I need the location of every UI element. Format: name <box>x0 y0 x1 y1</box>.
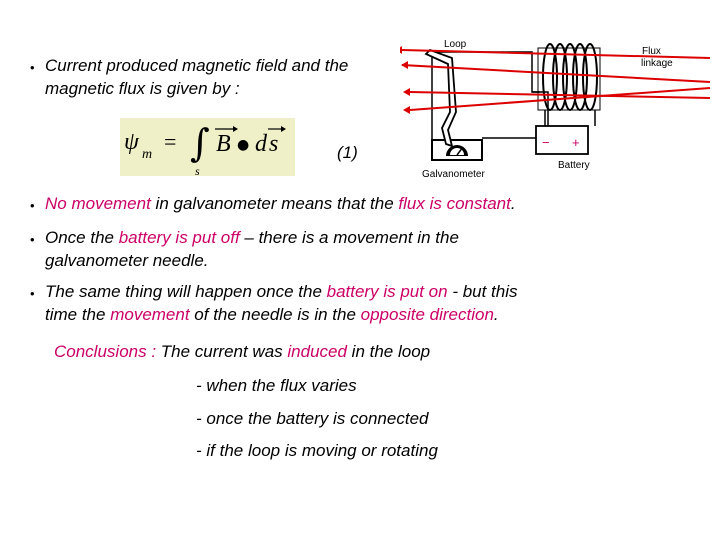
bullet-2-text-a: Once the <box>45 228 119 247</box>
coil-turn-2 <box>552 43 568 111</box>
bullet-3-line-2: time the movement of the needle is in th… <box>45 303 518 326</box>
bullet-3-text-e: . <box>493 305 499 324</box>
bullet-2-text-b: – there is a movement in the <box>239 228 459 247</box>
coil-turn-1 <box>542 43 558 111</box>
bullet-2: Once the battery is put off – there is a… <box>45 226 459 272</box>
bullet-1-highlight-a: No movement <box>45 194 151 213</box>
formula-s: s <box>269 131 278 157</box>
intro-text: Current produced magnetic field and the … <box>45 54 348 100</box>
bullet-1-highlight-b: flux is constant <box>398 194 511 213</box>
formula-integral: ∫ <box>190 121 210 165</box>
flux-arrowhead-3 <box>403 88 410 96</box>
bullet-3-line-1: The same thing will happen once the batt… <box>45 280 518 303</box>
formula-sub-m: m <box>142 147 152 162</box>
conclusions-text-a: The current was <box>156 342 288 361</box>
flux-label-2: linkage <box>641 58 673 69</box>
bullet-3-text-c: time the <box>45 305 111 324</box>
conclusion-item-3: - if the loop is moving or rotating <box>196 441 438 460</box>
vector-arrow-s <box>281 126 286 132</box>
formula-label: (1) <box>337 143 358 162</box>
galvanometer-label: Galvanometer <box>422 169 485 180</box>
formula-equals: = <box>164 129 176 154</box>
bullet-2-highlight: battery is put off <box>118 228 240 247</box>
bullet-3-highlight-a: battery is put on <box>326 282 448 301</box>
conclusion-item-2: - once the battery is connected <box>196 409 429 428</box>
flux-arrow-1 <box>401 49 711 59</box>
conclusions: Conclusions : The current was induced in… <box>54 342 430 362</box>
coil-turn-5 <box>582 43 598 111</box>
flux-arrow-2 <box>401 64 711 83</box>
conclusions-label: Conclusions : <box>54 342 157 361</box>
conclusions-induced: induced <box>287 342 347 361</box>
battery <box>535 125 589 155</box>
formula-sub-s: s <box>195 164 200 176</box>
battery-plus: + <box>572 135 580 150</box>
intro-line-1: Current produced magnetic field and the <box>45 56 349 75</box>
bullet-3: The same thing will happen once the batt… <box>45 280 518 326</box>
bullet-3-text-d: of the needle is in the <box>189 305 361 324</box>
loop <box>424 48 457 148</box>
conclusions-text-b: in the loop <box>346 342 431 361</box>
battery-label: Battery <box>558 160 590 171</box>
bullet-dot-3: • <box>30 286 35 301</box>
intro-line-2: magnetic flux is given by : <box>45 79 240 98</box>
bullet-1-text-b: . <box>510 194 516 213</box>
bullet-3-text-a: The same thing will happen once the <box>45 282 327 301</box>
bullet-dot-1: • <box>30 198 35 213</box>
formula-svg: ψ m = ∫ s B ● d s <box>124 121 286 178</box>
bullet-2-line-2: galvanometer needle. <box>45 251 209 270</box>
vector-arrow-b <box>233 126 238 132</box>
battery-minus: − <box>542 135 550 150</box>
bullet-3-text-b: - but this <box>447 282 518 301</box>
bullet-1: No movement in galvanometer means that t… <box>45 192 516 215</box>
flux-arrowhead-1 <box>400 46 402 54</box>
flux-arrowhead-2 <box>401 61 408 69</box>
coil-turn-4 <box>572 43 588 111</box>
bullet-1-text-a: in galvanometer means that the <box>150 194 399 213</box>
bullet-dot-intro: • <box>30 60 35 75</box>
flux-arrow-3 <box>409 91 711 99</box>
flux-label-1: Flux <box>642 46 661 57</box>
bullet-3-highlight-c: opposite direction <box>360 305 494 324</box>
formula-dot: ● <box>237 137 249 153</box>
conclusion-item-1: - when the flux varies <box>196 376 357 395</box>
formula-d: d <box>255 131 268 157</box>
flux-arrowhead-4 <box>403 106 410 114</box>
bullet-3-highlight-b: movement <box>110 305 190 324</box>
flux-arrow-4 <box>409 87 711 111</box>
bullet-2-line-1: Once the battery is put off – there is a… <box>45 226 459 249</box>
induction-diagram: − + Loop Flux linkage Galvanometer Batte… <box>400 39 711 180</box>
galvanometer-needle <box>456 146 464 156</box>
coil-turn-3 <box>562 43 578 111</box>
formula-b: B <box>216 131 231 157</box>
formula-box: ψ m = ∫ s B ● d s <box>120 118 295 178</box>
loop-label: Loop <box>444 39 467 50</box>
bullet-dot-2: • <box>30 232 35 247</box>
formula-psi: ψ <box>124 129 140 155</box>
